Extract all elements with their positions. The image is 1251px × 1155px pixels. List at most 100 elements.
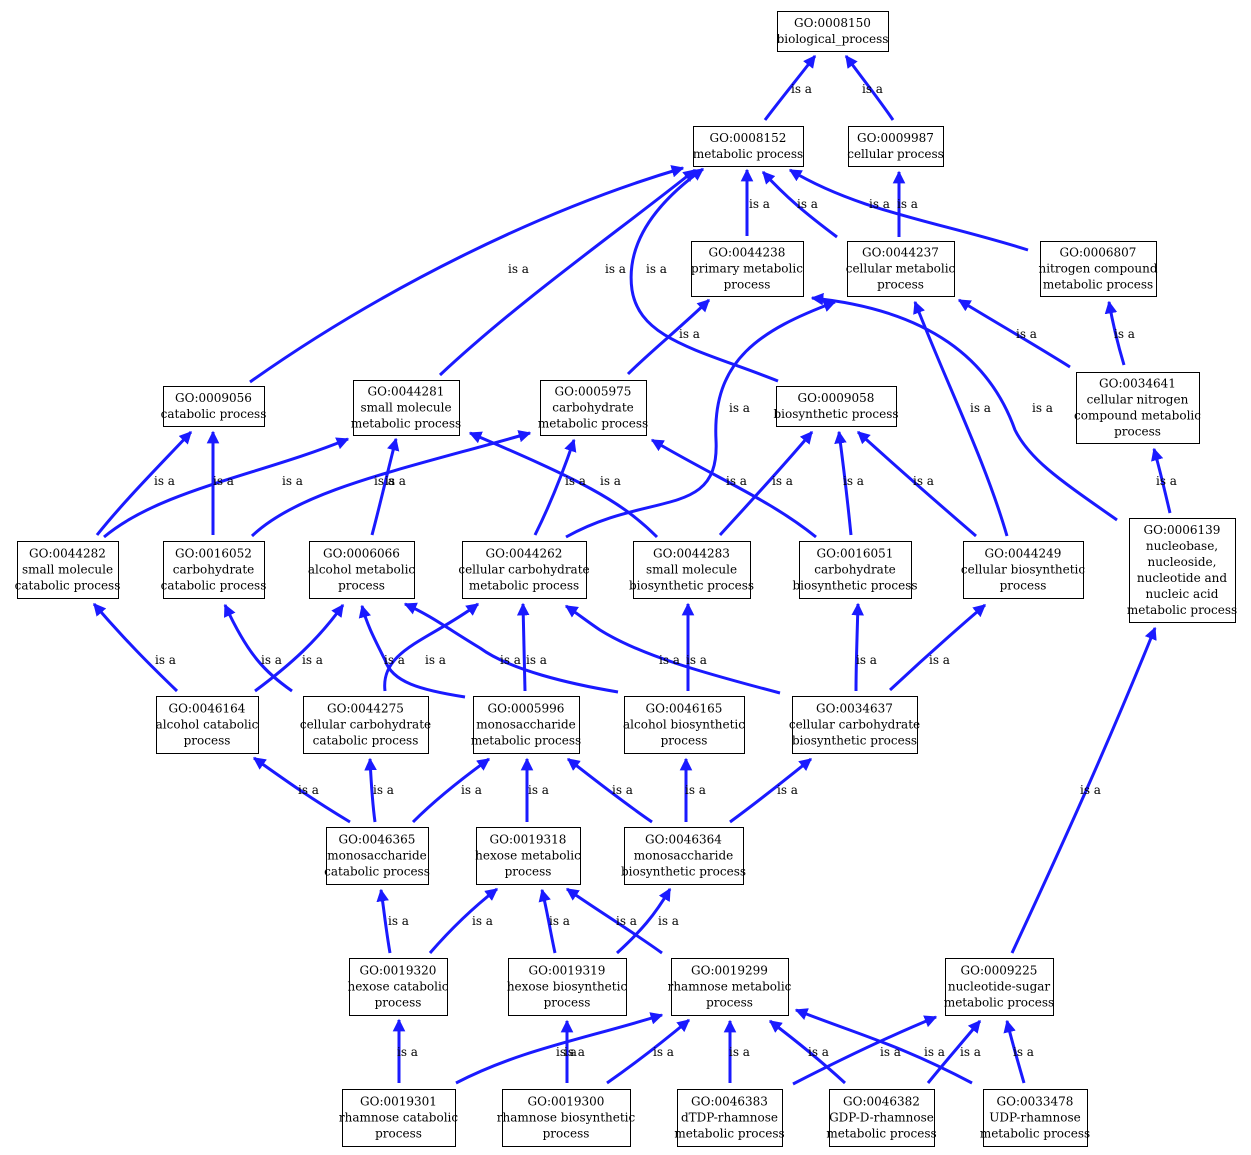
node-name-label: process [505,865,552,879]
node-name-label: nucleic acid [1146,587,1219,601]
node-name-label: metabolic process [1127,603,1237,617]
edge-GO0044281-to-GO0008152 [438,168,696,377]
node-box [1129,518,1236,623]
node-id-label: GO:0044282 [29,547,106,561]
node-id-label: GO:0005996 [488,702,565,716]
edge-label: is a [1016,327,1037,341]
nodes-layer: GO:0008150biological_processGO:0008152me… [15,11,1237,1147]
node-id-label: GO:0009987 [857,131,934,145]
node-id-label: GO:0044283 [653,547,730,561]
node-id-label: GO:0046165 [646,702,723,716]
edge-label: is a [612,783,633,797]
node-name-label: biosynthetic process [792,734,917,748]
node-id-label: GO:0044275 [327,702,404,716]
edge-GO0034641-to-GO0044237 [957,298,1071,369]
node-id-label: GO:0016052 [175,547,252,561]
edge-label: is a [843,474,864,488]
node-name-label: process [544,996,591,1010]
node-name-label: process [375,996,422,1010]
edge-GO0046382-to-GO0009225 [926,1020,982,1084]
node-name-label: dTDP-rhamnose [681,1111,778,1125]
node-box [624,696,745,754]
node-id-label: GO:0006139 [1144,523,1221,537]
node-id-label: GO:0009056 [175,391,252,405]
node-box [303,696,429,754]
edge-GO0019301-to-GO0019299 [455,1012,664,1085]
node-name-label: metabolic process [538,417,648,431]
edge-GO0044283-to-GO0044281 [468,431,659,539]
node-name-label: carbohydrate [814,563,896,577]
node-id-label: GO:0019318 [490,833,567,847]
node-box [540,380,647,436]
edge-GO0008152-to-GO0008150 [763,55,817,121]
edge-label: is a [1080,783,1101,797]
edge-GO0034637-to-GO0044262 [564,604,781,695]
node-id-label: GO:0019319 [529,964,606,978]
node-box [945,958,1054,1016]
node-id-label: GO:0044237 [862,246,939,260]
node-name-label: biosynthetic process [621,865,746,879]
go-term-node-go0006139[interactable]: GO:0006139nucleobase,nucleoside,nucleoti… [1127,518,1237,623]
node-box [156,696,259,754]
node-id-label: GO:0016051 [817,547,894,561]
node-name-label: carbohydrate [173,563,255,577]
edge-label: is a [526,653,547,667]
edge-label: is a [856,653,877,667]
node-name-label: nucleobase, [1146,539,1218,553]
edge-label: is a [862,82,883,96]
edge-label: is a [729,1045,750,1059]
edge-label: is a [373,783,394,797]
node-box [342,1089,456,1147]
node-name-label: cellular carbohydrate [789,718,920,732]
edge-GO0006139-to-GO0034641 [1151,447,1172,514]
node-name-label: cellular nitrogen [1087,393,1189,407]
edge-GO0044275-to-GO0044262 [383,602,480,692]
node-name-label: process [1114,425,1161,439]
edge-label: is a [213,474,234,488]
edge-label: is a [556,1045,577,1059]
edge-GO0046165-to-GO0006066 [403,602,619,694]
node-name-label: alcohol catabolic [156,718,259,732]
node-name-label: cellular metabolic [846,262,956,276]
edge-label: is a [500,653,521,667]
node-name-label: metabolic process [351,417,461,431]
edge-label: is a [472,914,493,928]
edge-GO0046164-to-GO0044282 [92,603,179,693]
